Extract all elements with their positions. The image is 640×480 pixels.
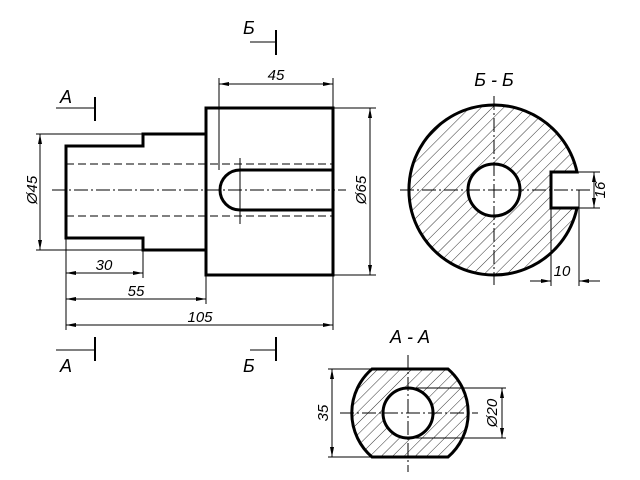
dim-30: 30 (96, 257, 113, 274)
dim-55: 55 (128, 283, 145, 300)
section-aa-title: А - А (389, 327, 430, 347)
section-bb-title: Б - Б (474, 70, 514, 90)
large-cylinder-outline (204, 106, 335, 277)
section-mark-b-bottom: Б (243, 356, 255, 376)
section-aa: А - А 35 Ø20 (315, 327, 506, 472)
section-mark-a-bottom: А (59, 356, 72, 376)
dim-dia20: Ø20 (484, 398, 501, 428)
dim-10: 10 (554, 263, 571, 280)
dim-35: 35 (315, 404, 332, 421)
dim-105: 105 (187, 309, 213, 326)
section-mark-a-top: А (59, 87, 72, 107)
part-outline (64, 132, 208, 252)
section-markers: А А Б Б (56, 18, 277, 376)
slot-outline (218, 168, 333, 212)
main-view: Ø45 Ø65 45 30 55 105 (24, 67, 376, 330)
section-mark-b-top: Б (243, 18, 255, 38)
dim-16: 16 (592, 181, 609, 198)
dim-slot-length: 45 (268, 67, 285, 84)
section-bb: Б - Б 16 10 (400, 70, 609, 286)
dim-dia45: Ø45 (24, 175, 41, 205)
dim-dia65: Ø65 (353, 175, 370, 205)
